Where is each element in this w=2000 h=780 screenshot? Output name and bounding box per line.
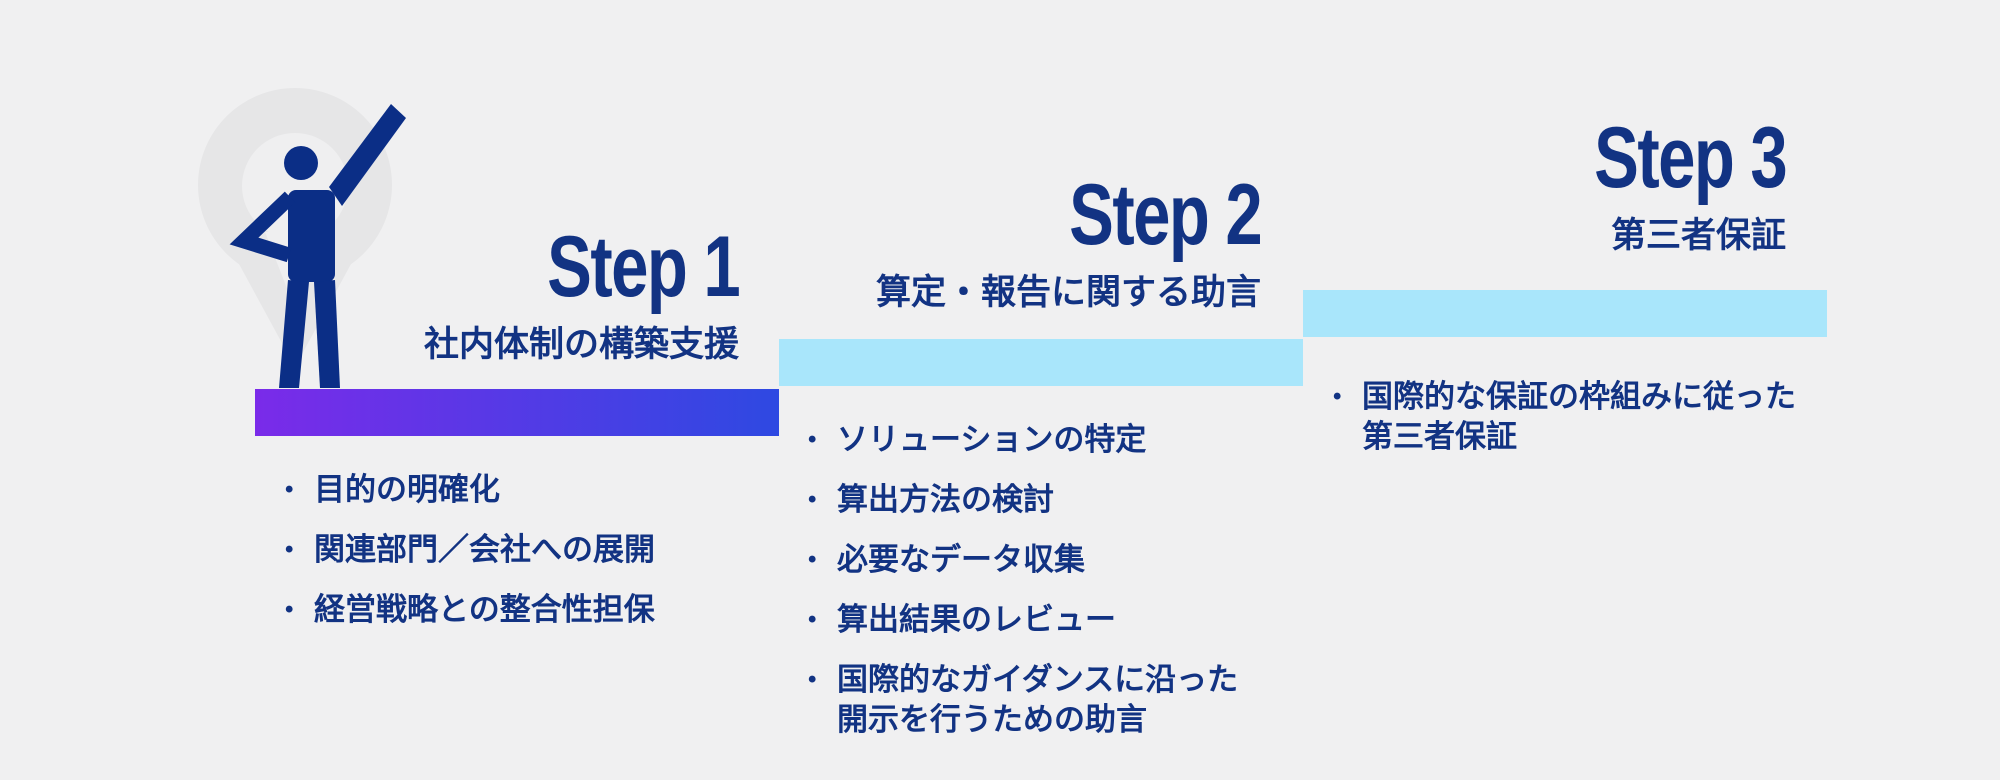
step1-bar — [255, 389, 779, 436]
step3-header: Step 3 第三者保証 — [1540, 110, 1788, 257]
bullet-icon: • — [285, 596, 294, 623]
list-item: • 国際的なガイダンスに沿った 開示を行うための助言 — [808, 660, 1238, 740]
bullet-icon: • — [1333, 383, 1342, 410]
bullet-label: 目的の明確化 — [314, 472, 500, 507]
bullet-label: ソリューションの特定 — [837, 422, 1147, 457]
step3-bullet-list: • 国際的な保証の枠組みに従った 第三者保証 — [1333, 377, 1796, 477]
bullet-icon: • — [808, 426, 817, 453]
bullet-label: 国際的なガイダンスに沿った 開示を行うための助言 — [837, 662, 1239, 737]
bullet-label: 算出結果のレビュー — [837, 602, 1116, 637]
list-item: • 必要なデータ収集 — [808, 540, 1238, 580]
bullet-icon: • — [285, 536, 294, 563]
step1-bullet-list: • 目的の明確化 • 関連部門／会社への展開 • 経営戦略との整合性担保 — [285, 470, 655, 650]
step1-title: Step 1 — [547, 219, 741, 315]
step2-bullet-list: • ソリューションの特定 • 算出方法の検討 • 必要なデータ収集 • 算出結果… — [808, 420, 1238, 760]
list-item: • 算出方法の検討 — [808, 480, 1238, 520]
step2-header: Step 2 算定・報告に関する助言 — [875, 167, 1263, 314]
bullet-label: 関連部門／会社への展開 — [314, 532, 655, 567]
person-silhouette — [229, 104, 406, 388]
step3-subtitle: 第三者保証 — [1610, 216, 1786, 255]
person-location-pin-icon — [198, 88, 406, 388]
list-item: • ソリューションの特定 — [808, 420, 1238, 460]
list-item: • 関連部門／会社への展開 — [285, 530, 655, 570]
bullet-label: 経営戦略との整合性担保 — [314, 592, 655, 627]
step3-bar — [1303, 290, 1827, 337]
list-item: • 経営戦略との整合性担保 — [285, 590, 655, 630]
step1-subtitle: 社内体制の構築支援 — [423, 325, 739, 364]
bullet-icon: • — [285, 476, 294, 503]
step1-header: Step 1 社内体制の構築支援 — [423, 219, 741, 366]
bullet-icon: • — [808, 606, 817, 633]
list-item: • 算出結果のレビュー — [808, 600, 1238, 640]
step3-title: Step 3 — [1594, 110, 1788, 206]
bullet-label: 算出方法の検討 — [837, 482, 1054, 517]
step2-subtitle: 算定・報告に関する助言 — [875, 273, 1261, 312]
bullet-icon: • — [808, 666, 817, 693]
step2-title: Step 2 — [1069, 167, 1263, 263]
list-item: • 国際的な保証の枠組みに従った 第三者保証 — [1333, 377, 1796, 457]
bullet-label: 国際的な保証の枠組みに従った 第三者保証 — [1362, 379, 1796, 454]
step2-bar — [779, 339, 1303, 386]
bullet-icon: • — [808, 486, 817, 513]
bullet-icon: • — [808, 546, 817, 573]
bullet-label: 必要なデータ収集 — [837, 542, 1085, 577]
list-item: • 目的の明確化 — [285, 470, 655, 510]
